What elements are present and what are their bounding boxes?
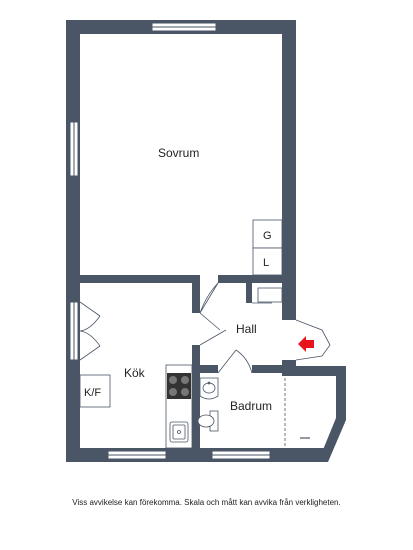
fridge-freezer-label: K/F [84,387,101,399]
room-label-sovrum: Sovrum [158,146,199,160]
toilet-icon [197,410,219,432]
hall-closet [257,287,283,303]
wardrobe-l-label: L [263,257,269,269]
fridge-freezer [79,374,111,408]
doors [79,282,331,374]
sink-icon [169,421,189,443]
floor-plan: G L K/F Sovrum Hall Kök Badrum [66,20,346,462]
room-label-kok: Kök [124,366,146,380]
wardrobe-g-label: G [263,230,272,242]
red-arrow-icon [298,336,314,352]
windows [69,22,271,460]
stove-icon [167,373,191,399]
disclaimer-text: Viss avvikelse kan förekomma. Skala och … [72,498,341,507]
room-label-badrum: Badrum [230,399,272,413]
room-label-hall: Hall [236,322,257,336]
wardrobes [252,219,283,276]
washbasin-icon [199,377,219,400]
